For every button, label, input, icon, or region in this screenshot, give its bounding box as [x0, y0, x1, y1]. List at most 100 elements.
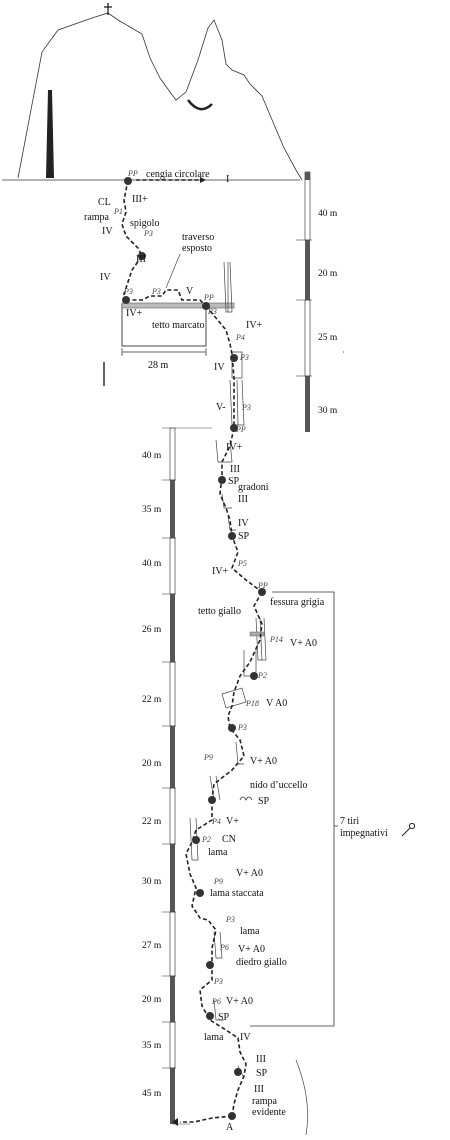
label-start: A: [226, 1122, 234, 1133]
protection-note: PP: [203, 293, 214, 302]
label-cn: CN: [222, 834, 236, 845]
grade: IV+: [246, 320, 263, 331]
grade: I: [226, 174, 229, 185]
label-sp: SP: [218, 1012, 230, 1023]
protection-note: P2: [257, 671, 267, 680]
protection-note: PP: [235, 425, 246, 434]
grade: V+ A0: [250, 756, 277, 767]
grade: V+ A0: [236, 868, 263, 879]
scale-label: 35 m: [142, 505, 162, 515]
label-diedro: diedro giallo: [236, 957, 287, 968]
grade: IV: [102, 226, 113, 237]
grade: V A0: [266, 698, 287, 709]
grade: IV: [238, 518, 249, 529]
label-cengia: cengia circolare: [146, 169, 210, 180]
label-cl: CL: [98, 197, 111, 208]
scale-label: 40 m: [142, 451, 162, 461]
nest-icon: [239, 796, 253, 801]
protection-note: P3: [123, 287, 133, 296]
scale-label: 26 m: [142, 625, 162, 635]
scale-label: 20 m: [142, 759, 162, 769]
protection-note: P3: [237, 723, 247, 732]
label-tetto-marcato: tetto marcato: [152, 320, 204, 331]
label-nido: nido d’uccello: [250, 780, 307, 791]
label-evidente: evidente: [252, 1107, 286, 1118]
scale-label: 25 m: [318, 333, 338, 343]
bracket-label: impegnativi: [340, 828, 388, 839]
label-tetto-giallo: tetto giallo: [198, 606, 241, 617]
protection-note: P6: [211, 997, 221, 1006]
protection-note: P3: [239, 353, 249, 362]
roof-width-dimension: [121, 348, 207, 356]
label-lama: lama: [240, 926, 260, 937]
protection-note: P9: [213, 877, 223, 886]
label-spigolo: spigolo: [130, 218, 159, 229]
bracket-label: 7 tiri: [340, 816, 359, 827]
scale-bar-lower: [162, 427, 212, 1125]
label-width: 28 m: [148, 360, 169, 371]
scale-label: 40 m: [318, 209, 338, 219]
grade: IV+: [126, 308, 143, 319]
scale-label: 20 m: [142, 995, 162, 1005]
grade: V-: [216, 402, 226, 413]
label-sp: SP: [238, 531, 250, 542]
label-sp: SP: [258, 796, 270, 807]
protection-note: P9: [203, 753, 213, 762]
scale-label: 27 m: [142, 941, 162, 951]
protection-note: P4: [211, 817, 221, 826]
label-rampa: rampa: [252, 1096, 278, 1107]
grade: V+ A0: [238, 944, 265, 955]
belay-stations: [122, 177, 266, 1120]
scale-label: 35 m: [142, 1041, 162, 1051]
protection-note: P3: [143, 229, 153, 238]
grade: IV: [100, 272, 111, 283]
protection-note: P5: [237, 559, 247, 568]
summit-cross-icon: [104, 3, 112, 15]
grade: V+: [226, 816, 239, 827]
label-lama: lama: [208, 847, 228, 858]
grade: III: [256, 1054, 266, 1065]
scale-label: 30 m: [142, 877, 162, 887]
label-sp: SP: [256, 1068, 268, 1079]
grade: III: [136, 254, 146, 265]
roof-band: [121, 302, 235, 309]
protection-note: PP: [127, 169, 138, 178]
label-lama: lama: [204, 1032, 224, 1043]
grade: III+: [132, 194, 148, 205]
scale-label: 22 m: [142, 695, 162, 705]
grade: IV: [240, 1032, 251, 1043]
label-traverso: traverso: [182, 232, 214, 243]
protection-note: P3: [151, 287, 161, 296]
mountain-profile: [2, 12, 303, 181]
grade: V: [186, 286, 194, 297]
protection-note: P14: [269, 635, 283, 644]
label-lama-staccata: lama staccata: [210, 888, 264, 899]
scale-label: 20 m: [318, 269, 338, 279]
label-gradoni: gradoni: [238, 482, 269, 493]
grade: IV: [214, 362, 225, 373]
protection-note: P3: [213, 977, 223, 986]
grade: III: [238, 494, 248, 505]
label-fessura: fessura grigia: [270, 597, 325, 608]
difficult-pitches-bracket: [250, 591, 338, 1027]
protection-note: P2: [201, 835, 211, 844]
scale-label: 22 m: [142, 817, 162, 827]
protection-note: P18: [245, 699, 259, 708]
grade: V+ A0: [290, 638, 317, 649]
shaded-couloir: [46, 90, 54, 178]
svg-text:·: ·: [342, 348, 345, 357]
protection-note: P4: [235, 333, 245, 342]
label-sp: SP: [228, 476, 240, 487]
roof-outline: [121, 303, 207, 347]
protection-note: P3: [207, 307, 217, 316]
protection-note: P3: [225, 915, 235, 924]
scale-label: 45 m: [142, 1089, 162, 1099]
hammer-icon: [401, 822, 416, 837]
protection-note: PP: [257, 581, 268, 590]
scale-label: 30 m: [318, 406, 338, 416]
protection-note: P3: [241, 403, 251, 412]
grade: IV+: [226, 442, 243, 453]
grade: III: [230, 464, 240, 475]
grade: IV+: [212, 566, 229, 577]
